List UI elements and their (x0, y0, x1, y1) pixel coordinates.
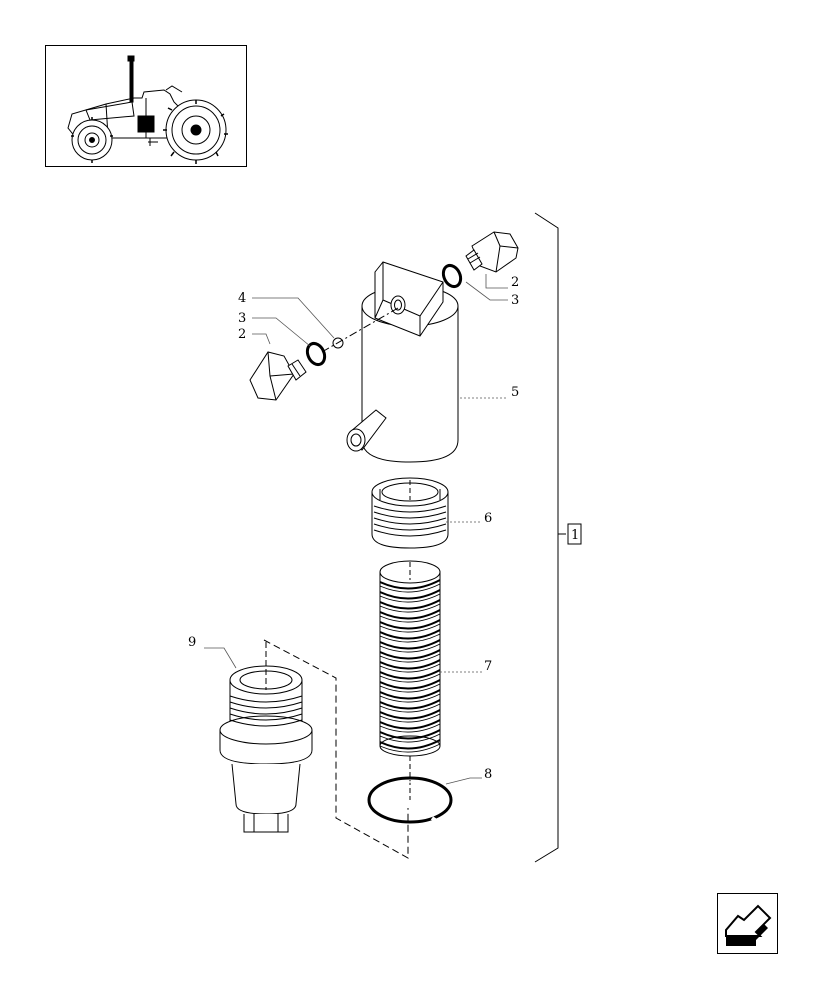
o-ring-left (305, 341, 327, 367)
snap-ring (367, 776, 453, 824)
callout-2-left: 2 (238, 327, 246, 342)
tractor-thumbnail (45, 45, 247, 167)
callout-4: 4 (238, 291, 246, 306)
assembly-path (263, 639, 409, 859)
o-ring-right (441, 263, 463, 289)
leader-lines (204, 274, 508, 785)
callout-5: 5 (511, 385, 519, 400)
callout-2-right: 2 (511, 275, 519, 290)
fitting-right (465, 231, 519, 273)
valve-body (346, 261, 459, 463)
callout-7: 7 (484, 659, 492, 674)
previous-page-button[interactable] (717, 893, 778, 954)
callout-3-right: 3 (511, 293, 519, 308)
callout-9: 9 (188, 635, 196, 650)
callout-3-left: 3 (238, 311, 246, 326)
tractor-icon (67, 55, 228, 164)
spring (379, 560, 441, 800)
group-bracket (534, 212, 559, 863)
previous-page-arrow-icon (725, 904, 772, 946)
threaded-seat (371, 477, 449, 549)
callout-8: 8 (484, 767, 492, 782)
callout-6: 6 (484, 511, 492, 526)
fitting-left (249, 351, 307, 401)
end-plug (219, 642, 313, 833)
callout-1: 1 (571, 528, 579, 543)
